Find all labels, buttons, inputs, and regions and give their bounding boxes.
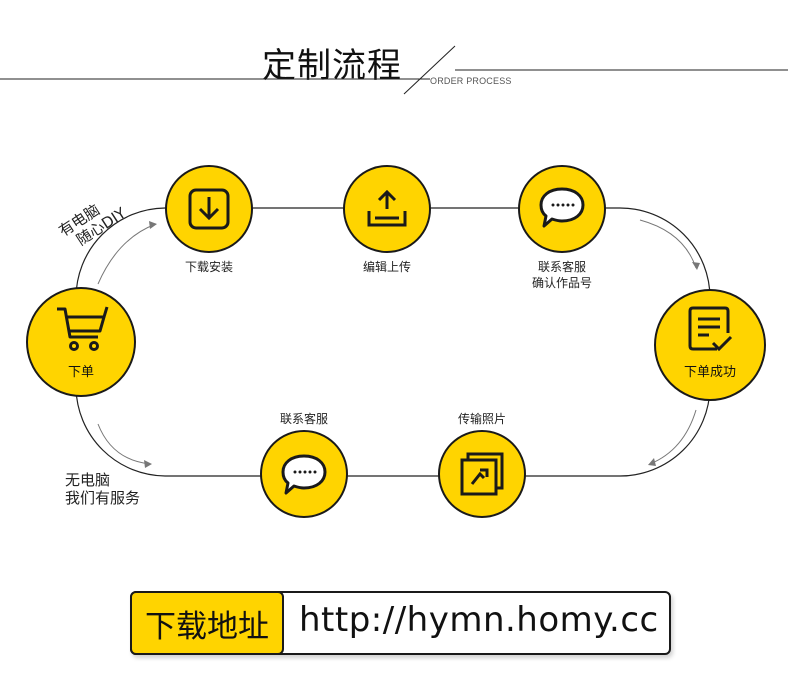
label-transfer-photos: 传输照片	[457, 412, 506, 426]
step-edit-upload	[343, 165, 431, 253]
step-order-success: 下单成功	[654, 289, 766, 401]
label-download-install: 下载安装	[184, 260, 233, 274]
step-order: 下单	[26, 287, 136, 397]
chat-icon	[539, 187, 585, 228]
download-url-link[interactable]: http://hymn.homy.cc	[299, 600, 659, 640]
note-no-pc: 无电脑 我们有服务	[65, 471, 140, 507]
chat-icon	[281, 454, 327, 495]
label-order: 下单	[67, 365, 94, 380]
download-icon	[188, 188, 230, 230]
checklist-icon	[688, 306, 733, 352]
label-order-success: 下单成功	[683, 365, 736, 380]
photo-icon	[460, 452, 504, 496]
label-contact-service-confirm-1: 联系客服	[537, 260, 586, 274]
label-contact-service-confirm-2: 确认作品号	[531, 276, 592, 290]
note-no-pc-line1: 无电脑	[65, 471, 111, 489]
step-contact-service	[260, 430, 348, 518]
step-transfer-photos	[438, 430, 526, 518]
upload-icon	[367, 189, 407, 227]
label-contact-service: 联系客服	[279, 412, 328, 426]
step-contact-service-confirm	[518, 165, 606, 253]
label-edit-upload: 编辑上传	[362, 260, 411, 274]
note-no-pc-line2: 我们有服务	[65, 489, 141, 507]
step-download-install	[165, 165, 253, 253]
page-subtitle: ORDER PROCESS	[430, 76, 512, 86]
download-address-label: 下载地址	[130, 591, 284, 655]
cart-icon	[57, 306, 109, 351]
